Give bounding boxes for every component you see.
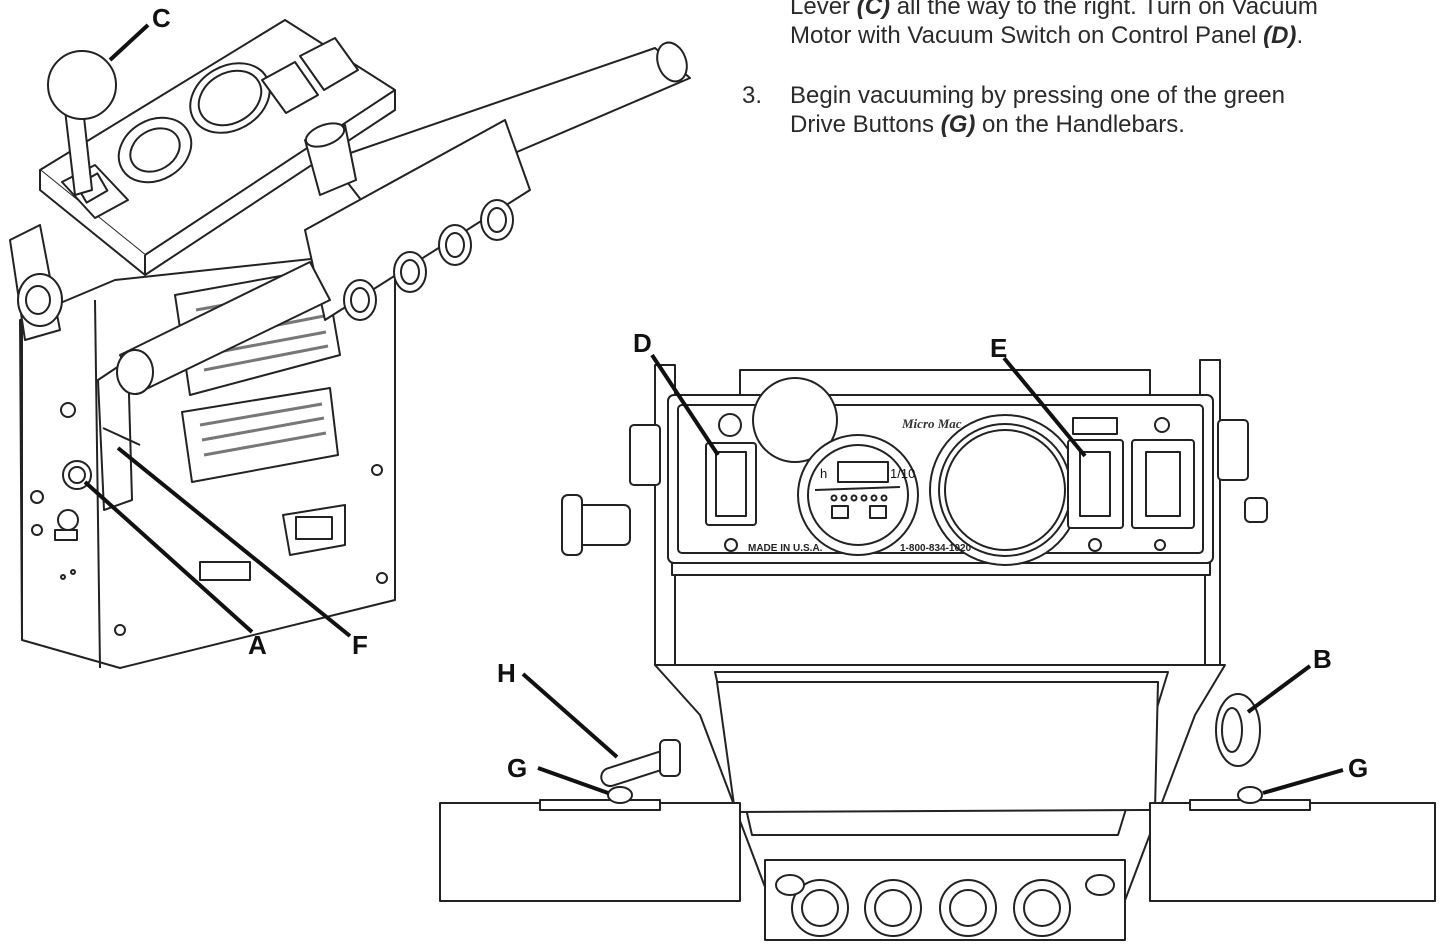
leader-g-left [537,766,609,795]
panel-phone: 1-800-834-1020 [900,543,972,554]
callout-f: F [352,630,368,660]
leader-lines [83,23,1344,795]
callout-d: D [633,328,652,358]
instruction-step-3-line-1: Begin vacuuming by pressing one of the g… [790,82,1285,109]
ref-c: (C) [856,0,891,20]
callout-g-left: G [507,753,527,783]
callout-b: B [1313,644,1332,674]
meter-label-left: h [820,466,827,481]
ref-g: (G) [940,111,976,138]
callout-e: E [990,333,1007,363]
leader-g-right [1262,768,1344,795]
leader-c [108,23,150,62]
leader-e [1002,356,1087,458]
callout-h: H [497,658,516,688]
leader-d [650,353,720,457]
meter-label-right: 1/10 [890,466,915,481]
callout-a: A [248,630,267,660]
drive-button-right [1237,786,1263,804]
instruction-step-3-number: 3. [742,82,763,109]
instruction-step-2-line-2: Motor with Vacuum Switch on Control Pane… [790,22,1304,49]
drive-button-left [607,786,633,804]
ref-d: (D) [1263,22,1297,49]
callout-g-right: G [1348,753,1368,783]
lever-knob [752,377,838,463]
front-view [439,359,1436,941]
instruction-step-3-text: Begin vacuuming by pressing one of the g… [790,81,1430,139]
panel-made-in: MADE IN U.S.A. [748,543,823,554]
instruction-step-2-text: Lever (C) all the way to the right. Turn… [790,0,1430,50]
iso-info-label [181,387,339,483]
right-handlebar [1149,802,1436,902]
leader-b [1246,664,1312,714]
panel-brand: Micro Mac [901,416,962,431]
leader-h [521,672,619,759]
callout-c: C [152,3,171,33]
leader-f [116,446,352,638]
instruction-step-3-line-2: Drive Buttons (G) on the Handlebars. [790,111,1185,138]
leader-a [83,480,254,634]
isometric-view [9,19,691,669]
instruction-step-2-line-1: Lever (C) all the way to the right. Turn… [790,0,1430,21]
left-handlebar [439,802,741,902]
